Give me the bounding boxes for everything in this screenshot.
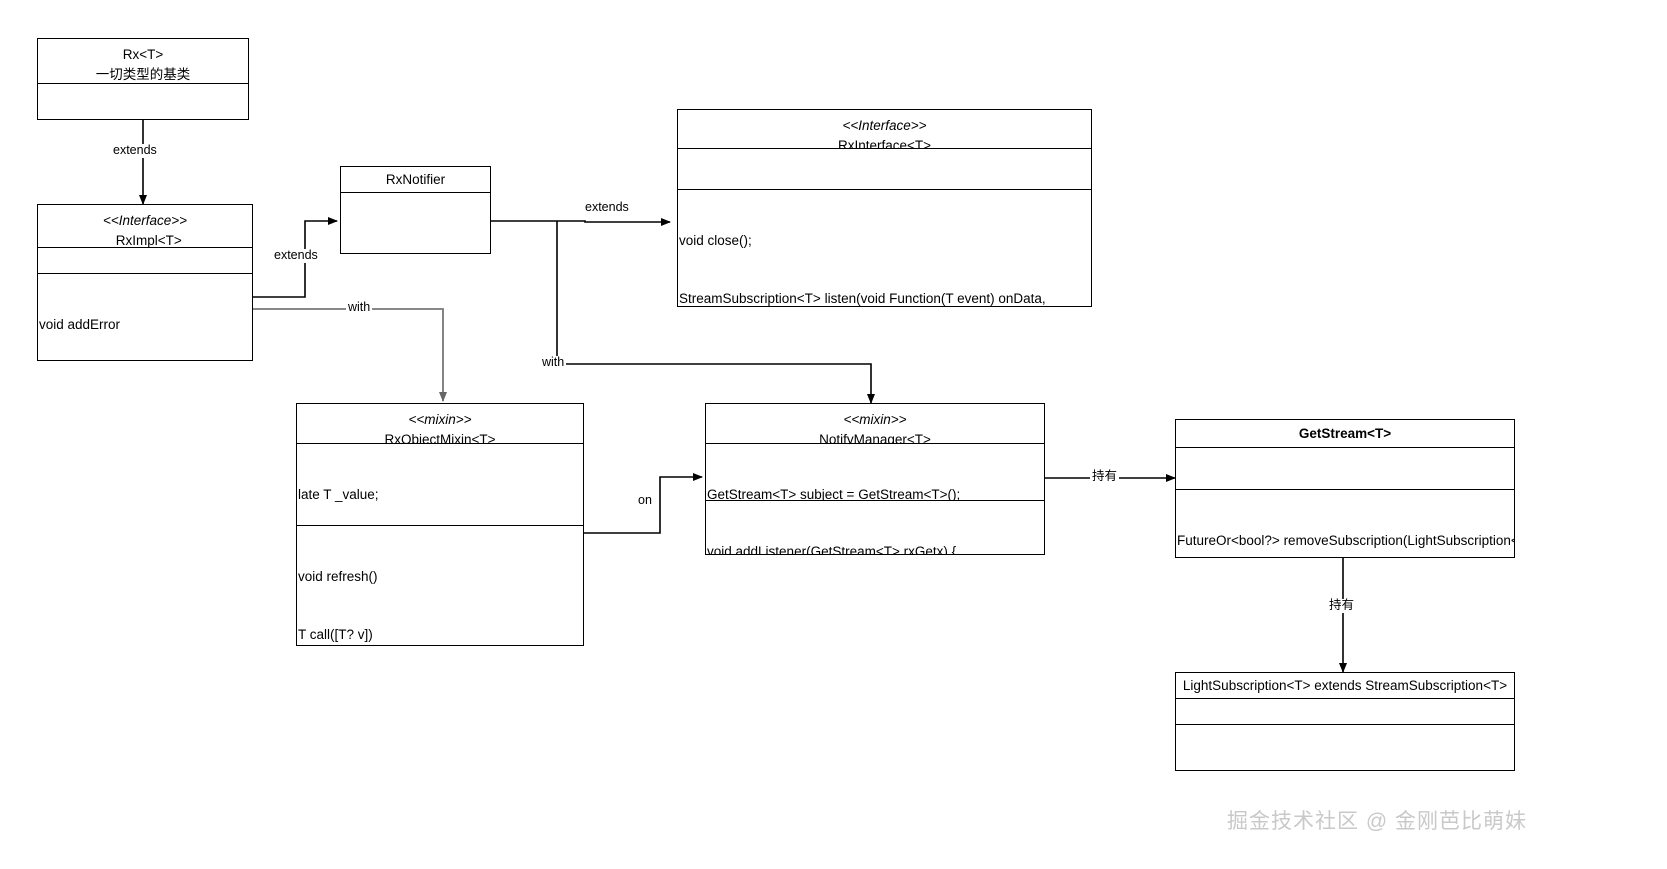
edge-rxnotifier-to-rxinterface xyxy=(491,218,671,226)
class-name-rximpl: _RxImpl<T> xyxy=(108,232,182,247)
class-title-notifymanager: <<mixin>> NotifyManager<T> xyxy=(706,404,1044,443)
method-list-notifymanager: void addListener(GetStream<T> rxGetx) { … xyxy=(706,501,1044,554)
method-line: void addError xyxy=(39,317,121,333)
class-methods-rxinterface: void close(); StreamSubscription<T> list… xyxy=(678,189,1091,306)
method-list-getstream: FutureOr<bool?> removeSubscription(Light… xyxy=(1176,490,1514,557)
class-header-rx: Rx<T> 一切类型的基类 xyxy=(38,39,248,83)
class-methods-rximpl: void addError void update(void Function(… xyxy=(38,273,252,360)
class-header-rximpl: <<Interface>> _RxImpl<T> xyxy=(38,205,252,247)
attribute-list-getstream: List<LightSubscription<T>>? _onData = <L… xyxy=(1176,448,1514,489)
class-methods-rxobjectmixin: void refresh() T call([T? v]) set value(… xyxy=(297,525,583,645)
class-header-rxinterface: <<Interface>> RxInterface<T> xyxy=(678,110,1091,148)
class-box-rxnotifier[interactable]: RxNotifier xyxy=(340,166,491,254)
method-line: FutureOr<bool?> removeSubscription(Light… xyxy=(1177,533,1514,549)
class-title-rx: Rx<T> 一切类型的基类 xyxy=(38,39,248,83)
class-stereotype-notifymanager: <<mixin>> xyxy=(843,412,907,427)
class-stereotype-rximpl: <<Interface>> xyxy=(102,213,188,228)
class-header-notifymanager: <<mixin>> NotifyManager<T> xyxy=(706,404,1044,443)
method-line: void refresh() xyxy=(298,569,378,585)
edge-label-with-2: with xyxy=(540,355,567,370)
class-methods-notifymanager: void addListener(GetStream<T> rxGetx) { … xyxy=(706,500,1044,554)
class-name-getstream: GetStream<T> xyxy=(1298,425,1392,441)
attribute-line: GetStream<T> subject = GetStream<T>(); xyxy=(707,487,961,500)
class-header-getstream: GetStream<T> xyxy=(1176,420,1514,447)
attribute-list-rxobjectmixin: late T _value; bool firstRebuild = true;… xyxy=(297,444,583,525)
class-attributes-rxinterface: static RxInterface? proxy; bool get canU… xyxy=(678,148,1091,189)
watermark-text: 掘金技术社区 @ 金刚芭比萌妹 xyxy=(1227,810,1527,833)
method-list-lightsubscription: LightSubscription(this._removeSubscripti… xyxy=(1176,725,1514,770)
method-line: void addListener(GetStream<T> rxGetx) { xyxy=(707,544,957,554)
class-header-lightsubscription: LightSubscription<T> extends StreamSubsc… xyxy=(1176,673,1514,698)
attribute-line: late T _value; xyxy=(298,487,379,503)
edge-label-on: on xyxy=(636,493,654,508)
class-title-lightsubscription: LightSubscription<T> extends StreamSubsc… xyxy=(1176,673,1514,698)
class-stereotype-rxobjectmixin: <<mixin>> xyxy=(408,412,472,427)
class-methods-rx: Rx(T initial) : super(initial); xyxy=(38,83,248,119)
method-line: T call([T? v]) xyxy=(298,626,373,642)
class-title-rxobjectmixin: <<mixin>> RxObjectMixin<T> xyxy=(297,404,583,443)
class-title-getstream: GetStream<T> xyxy=(1176,420,1514,447)
class-attributes-rximpl: _RxImpl(T initial) xyxy=(38,247,252,273)
method-list-rximpl: void addError void update(void Function(… xyxy=(38,274,252,360)
method-line: LightSubscription(this._removeSubscripti… xyxy=(1177,766,1514,770)
method-list-rx: Rx(T initial) : super(initial); xyxy=(38,84,248,119)
class-stereotype-rxinterface: <<Interface>> xyxy=(842,118,927,133)
edge-label-holds-1: 持有 xyxy=(1090,469,1120,484)
method-line: StreamSubscription<T> listen(void Functi… xyxy=(679,290,1046,306)
class-subtitle-rx: 一切类型的基类 xyxy=(95,66,191,82)
class-box-notifymanager[interactable]: <<mixin>> NotifyManager<T> GetStream<T> … xyxy=(705,403,1045,555)
attribute-list-lightsubscription: + field: Type xyxy=(1176,699,1514,724)
attribute-list-notifymanager: GetStream<T> subject = GetStream<T>(); f… xyxy=(706,444,1044,500)
method-list-rxinterface: void close(); StreamSubscription<T> list… xyxy=(678,190,1091,306)
method-line: void close(); xyxy=(679,233,752,249)
class-attributes-notifymanager: GetStream<T> subject = GetStream<T>(); f… xyxy=(706,443,1044,500)
class-name-rx: Rx<T> xyxy=(122,47,164,62)
class-box-rx[interactable]: Rx<T> 一切类型的基类 Rx(T initial) : super(init… xyxy=(37,38,249,120)
class-box-rxinterface[interactable]: <<Interface>> RxInterface<T> static RxIn… xyxy=(677,109,1092,307)
class-box-getstream[interactable]: GetStream<T> List<LightSubscription<T>>?… xyxy=(1175,419,1515,558)
class-header-rxnotifier: RxNotifier xyxy=(341,167,490,192)
class-box-rximpl[interactable]: <<Interface>> _RxImpl<T> _RxImpl(T initi… xyxy=(37,204,253,361)
attribute-list-rxinterface: static RxInterface? proxy; bool get canU… xyxy=(678,149,1091,189)
class-attributes-lightsubscription: + field: Type xyxy=(1176,698,1514,724)
class-name-rxobjectmixin: RxObjectMixin<T> xyxy=(384,431,496,443)
class-name-rxinterface: RxInterface<T> xyxy=(837,137,932,148)
edge-rximpl-to-rxobjectmixin xyxy=(253,308,447,402)
class-box-rxobjectmixin[interactable]: <<mixin>> RxObjectMixin<T> late T _value… xyxy=(296,403,584,646)
edge-label-extends-1: extends xyxy=(111,143,159,158)
class-attributes-getstream: List<LightSubscription<T>>? _onData = <L… xyxy=(1176,447,1514,489)
class-body-rxnotifier xyxy=(341,192,490,253)
class-title-rxinterface: <<Interface>> RxInterface<T> xyxy=(678,110,1091,148)
edge-label-holds-2: 持有 xyxy=(1327,598,1357,613)
class-title-rximpl: <<Interface>> _RxImpl<T> xyxy=(38,205,252,247)
class-attributes-rxobjectmixin: late T _value; bool firstRebuild = true;… xyxy=(297,443,583,525)
class-header-rxobjectmixin: <<mixin>> RxObjectMixin<T> xyxy=(297,404,583,443)
class-name-lightsubscription: LightSubscription<T> extends StreamSubsc… xyxy=(1182,677,1508,693)
edge-label-extends-3: extends xyxy=(583,200,631,215)
class-title-rxnotifier: RxNotifier xyxy=(341,167,490,192)
class-name-notifymanager: NotifyManager<T> xyxy=(819,431,931,443)
edge-label-extends-2: extends xyxy=(272,248,320,263)
class-methods-getstream: FutureOr<bool?> removeSubscription(Light… xyxy=(1176,489,1514,557)
class-name-rxnotifier: RxNotifier xyxy=(385,171,446,187)
attribute-list-rximpl: _RxImpl(T initial) xyxy=(38,248,252,273)
class-box-lightsubscription[interactable]: LightSubscription<T> extends StreamSubsc… xyxy=(1175,672,1515,771)
class-methods-lightsubscription: LightSubscription(this._removeSubscripti… xyxy=(1176,724,1514,770)
method-list-rxobjectmixin: void refresh() T call([T? v]) set value(… xyxy=(297,526,583,645)
edge-label-with-1: with xyxy=(346,300,373,315)
